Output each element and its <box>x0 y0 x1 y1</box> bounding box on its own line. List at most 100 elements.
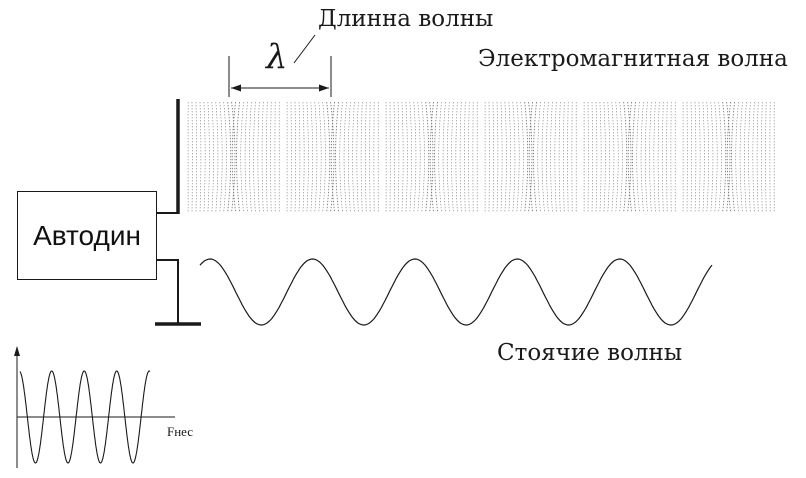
wavelength-label: Длинна волны <box>318 6 494 32</box>
autodyne-label: Автодин <box>33 219 141 251</box>
wavefront-line <box>627 101 633 213</box>
wavefront-line <box>516 101 520 213</box>
wavefront-line <box>537 101 541 213</box>
oscillation-y-arrow <box>14 346 20 356</box>
wavefront-line <box>591 101 593 213</box>
wavefront-line <box>603 101 606 213</box>
wavefront-line <box>442 101 446 213</box>
wavefront-line <box>657 101 660 213</box>
wavefront-line <box>524 101 529 213</box>
wavefront-line <box>302 101 305 213</box>
wavefront-line <box>541 101 545 213</box>
wavefront-line <box>731 101 736 213</box>
wavefront-line <box>314 101 318 213</box>
wavefront-line <box>632 101 637 213</box>
wavefront-line <box>352 101 355 213</box>
electromagnetic-wavefronts <box>187 101 775 213</box>
wavefront-line <box>761 101 763 213</box>
wavefront-line <box>615 101 619 213</box>
frequency-label: Fнес <box>167 424 194 439</box>
wavefront-line <box>611 101 615 213</box>
wavefront-line <box>257 101 260 213</box>
wavefront-line <box>649 101 652 213</box>
wavefront-line <box>599 101 602 213</box>
wavefront-line <box>607 101 610 213</box>
wavefront-line <box>500 101 503 213</box>
wavefront-line <box>270 101 272 213</box>
wavefront-line <box>365 101 367 213</box>
wavefront-line <box>326 101 331 213</box>
wavefront-line <box>405 101 408 213</box>
wavefront-line <box>546 101 549 213</box>
wavefront-line <box>306 101 309 213</box>
wavefront-line <box>722 101 727 213</box>
wavefront-line <box>504 101 507 213</box>
wavefront-line <box>567 101 569 213</box>
wavefront-line <box>718 101 722 213</box>
wavefront-line <box>702 101 705 213</box>
standing-wave-curve <box>199 258 713 326</box>
wavefront-line <box>429 101 434 213</box>
wavefront-line <box>726 101 731 213</box>
ground-lead-line <box>157 259 179 324</box>
wavefront-line <box>558 101 561 213</box>
wavefront-line <box>748 101 751 213</box>
wavefront-line <box>623 101 628 213</box>
wavefront-line <box>694 101 697 213</box>
wavefront-line <box>219 101 223 213</box>
wavefront-line <box>199 101 202 213</box>
wavefront-line <box>550 101 553 213</box>
wavefront-line <box>322 101 326 213</box>
wavefront-line <box>528 101 533 213</box>
wavefront-line <box>261 101 264 213</box>
wavefront-line <box>231 101 237 213</box>
wavefront-line <box>343 101 347 213</box>
wavefront-line <box>330 101 335 213</box>
wavefront-line <box>662 101 664 213</box>
wavefront-line <box>492 101 494 213</box>
wavefront-line <box>310 101 313 213</box>
wavefront-line <box>409 101 412 213</box>
wavefront-line <box>413 101 417 213</box>
wavefront-line <box>595 101 598 213</box>
wavefront-line <box>645 101 648 213</box>
wavefront-line <box>240 101 244 213</box>
wavefront-line <box>698 101 701 213</box>
wavefront-line <box>425 101 430 213</box>
wavefront-line <box>356 101 359 213</box>
wavefront-line <box>714 101 718 213</box>
wavefront-line <box>520 101 524 213</box>
wavefront-line <box>459 101 462 213</box>
wavefront-line <box>266 101 268 213</box>
wavefront-line <box>249 101 252 213</box>
wavefront-line <box>619 101 623 213</box>
wavefront-line <box>421 101 425 213</box>
wavefront-line <box>335 101 340 213</box>
lambda-symbol: λ <box>266 37 288 77</box>
wavefront-line <box>627 101 632 213</box>
wavefront-line <box>756 101 759 213</box>
oscillation-curve <box>19 370 151 464</box>
wavefront-line <box>318 101 322 213</box>
wavefront-line <box>397 101 400 213</box>
wavefront-line <box>744 101 747 213</box>
wavelength-arrow-right <box>319 84 329 92</box>
wavefront-line <box>236 101 241 213</box>
electromagnetic-wave-label: Электромагнитная волна <box>478 46 788 72</box>
wavefront-line <box>533 101 538 213</box>
wavefront-line <box>195 101 197 213</box>
wavefront-line <box>393 101 395 213</box>
wavefront-line <box>752 101 755 213</box>
wavefront-line <box>447 101 450 213</box>
wavefront-line <box>666 101 668 213</box>
wavefront-line <box>429 101 435 213</box>
wavefront-line <box>438 101 442 213</box>
wavefront-line <box>417 101 421 213</box>
wavefront-line <box>640 101 644 213</box>
wavefront-line <box>512 101 516 213</box>
wavefront-line <box>710 101 714 213</box>
wavefront-line <box>339 101 343 213</box>
wavefront-line <box>636 101 640 213</box>
wavefront-line <box>227 101 232 213</box>
